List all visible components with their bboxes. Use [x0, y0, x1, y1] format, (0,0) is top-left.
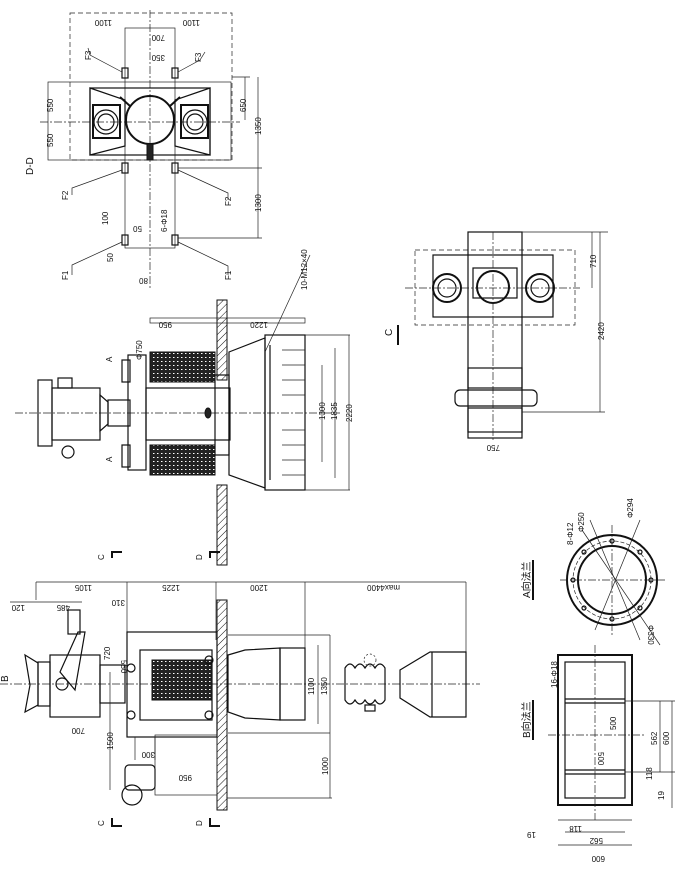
- flange-a-title: A向法兰: [520, 561, 533, 598]
- dim-80: 80: [139, 276, 148, 285]
- label-f3-right: F3: [194, 52, 203, 62]
- dim-485: 485: [56, 603, 70, 612]
- dim-950: 950: [158, 320, 172, 329]
- flange-b-dim-19a: 19: [657, 791, 666, 800]
- dim-50b: 50: [106, 253, 115, 262]
- cut-label-c-top: C: [97, 554, 106, 560]
- flange-a-dia-250: Φ250: [577, 512, 586, 532]
- view-label-c: C: [384, 329, 395, 336]
- section-label-d-d: D-D: [25, 157, 36, 175]
- arrow-label-b: B: [0, 675, 11, 682]
- dim-max4400: max4400: [367, 583, 400, 592]
- dim-120: 120: [11, 603, 25, 612]
- note-bolts-10-m12x40: 10-M12×40: [300, 249, 309, 290]
- view-d-d: 1100 1100 700 350 550 550 650 1350 1300 …: [25, 10, 263, 290]
- flange-b: B向法兰 16-Φ18 500 500 562 600 118 19 118 5…: [520, 645, 675, 863]
- arrow-label-a-bottom: A: [105, 456, 114, 462]
- dim-1225: 1225: [162, 583, 180, 592]
- dim-1300: 1300: [318, 402, 327, 420]
- label-holes-6-phi18: 6-Φ18: [160, 209, 169, 232]
- flange-b-dim-500b: 500: [596, 752, 605, 766]
- label-f2-right: F2: [224, 196, 233, 206]
- dim-700: 700: [151, 33, 165, 42]
- dim-1100: 1100: [307, 677, 316, 695]
- arrow-label-a-top: A: [105, 356, 114, 362]
- dim-1100-left: 1100: [94, 18, 112, 27]
- flange-b-holes: 16-Φ18: [550, 661, 559, 688]
- dim-350: 350: [151, 53, 165, 62]
- dim-700: 700: [71, 726, 85, 735]
- cut-label-d-top: D: [195, 554, 204, 560]
- flange-b-dim-118a: 118: [645, 767, 654, 780]
- flange-b-dim-118b: 118: [569, 824, 582, 833]
- flange-b-title: B向法兰: [520, 701, 533, 738]
- dim-750: 750: [486, 443, 500, 452]
- flange-a: A向法兰 8-Φ12 Φ250 Φ294 Φ330: [520, 498, 665, 645]
- cut-label-d-bottom: D: [195, 820, 204, 826]
- bolt-f3-left: [121, 67, 129, 79]
- dim-300: 300: [141, 750, 155, 759]
- dim-1350: 1350: [254, 117, 263, 135]
- dim-2220: 2220: [345, 404, 354, 422]
- dim-550b: 550: [46, 133, 55, 147]
- dim-1220: 1220: [250, 320, 268, 329]
- dim-1100-right: 1100: [182, 18, 200, 27]
- cut-label-c-bottom: C: [97, 820, 106, 826]
- flange-a-dia-330: Φ330: [646, 625, 655, 645]
- label-f1-right: F1: [224, 270, 233, 280]
- dim-550: 550: [119, 660, 128, 674]
- dim-2420: 2420: [597, 322, 606, 340]
- flange-b-dim-19b: 19: [527, 830, 536, 839]
- bolt-f1-left: [121, 234, 129, 246]
- flange-b-dim-600a: 600: [662, 731, 671, 745]
- flange-b-dim-600b: 600: [591, 854, 605, 863]
- dim-1000: 1000: [321, 757, 330, 775]
- label-f2-left: F2: [61, 190, 70, 200]
- bolt-f3-right: [171, 67, 179, 79]
- dim-550a: 550: [46, 98, 55, 112]
- view-side: 950 1220 Φ750 1300 1835 2220 10-M12×40 A…: [15, 249, 354, 566]
- flange-a-holes: 8-Φ12: [566, 522, 575, 545]
- dim-650: 650: [239, 98, 248, 112]
- flange-b-dim-562b: 562: [589, 836, 603, 845]
- dim-1500: 1500: [106, 732, 115, 750]
- view-c: 710 2420 750 C: [384, 231, 608, 452]
- dim-1200: 1200: [250, 583, 268, 592]
- dim-50a: 50: [133, 224, 142, 233]
- dim-100: 100: [101, 211, 110, 225]
- view-plan: 1105 1225 1200 max4400 120 485 310 720 5…: [0, 551, 480, 827]
- dim-phi750: Φ750: [135, 340, 144, 360]
- dim-1300: 1300: [254, 194, 263, 212]
- dim-1835: 1835: [330, 402, 339, 420]
- dim-1350: 1350: [320, 677, 329, 695]
- dim-310: 310: [111, 598, 125, 607]
- bolt-f1-right: [171, 234, 179, 246]
- flange-a-dia-294: Φ294: [626, 498, 635, 518]
- flange-b-dim-500a: 500: [609, 716, 618, 730]
- dim-710: 710: [589, 254, 598, 268]
- bolt-f2-left: [121, 162, 129, 174]
- label-f3-left: F3: [84, 50, 93, 60]
- label-f1-left: F1: [61, 270, 70, 280]
- dim-720: 720: [103, 646, 112, 660]
- flange-b-dim-562a: 562: [650, 731, 659, 745]
- dim-950: 950: [178, 773, 192, 782]
- dim-1105: 1105: [74, 583, 92, 592]
